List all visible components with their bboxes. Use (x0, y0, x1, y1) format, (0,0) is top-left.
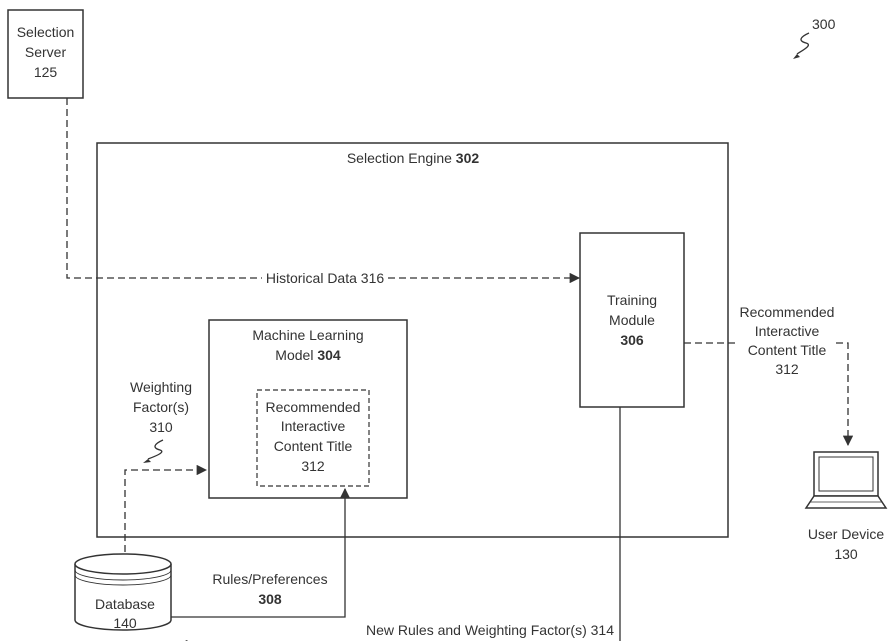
selection-engine-title: Selection Engine 302 (347, 150, 480, 166)
weighting-line2: Factor(s) (133, 399, 189, 415)
selection-server-box (7, 9, 84, 99)
training-module-line1: Training (607, 292, 657, 308)
recommended-inner-line3: Content Title (274, 438, 353, 454)
laptop-icon (804, 451, 888, 509)
recommended-inner-ref: 312 (301, 458, 325, 474)
user-device-label: User Device (808, 526, 884, 542)
rules-label: Rules/Preferences (212, 571, 327, 587)
historical-data-label: Historical Data 316 (266, 270, 384, 286)
weighting-squiggle (147, 439, 164, 460)
ml-model-node: Machine Learning Model 304 Recommended I… (208, 319, 408, 499)
rules-ref: 308 (258, 591, 282, 607)
new-rules-label: New Rules and Weighting Factor(s) 314 (366, 622, 614, 638)
database-ref: 140 (113, 615, 137, 631)
user-device-ref: 130 (834, 546, 858, 562)
weighting-ref: 310 (149, 419, 173, 435)
recommended-output-ref: 312 (775, 361, 799, 377)
recommended-title-dashed-box (256, 389, 370, 487)
recommended-output-line2: Interactive (755, 323, 820, 339)
ml-model-box (208, 319, 408, 499)
historical-data-connector: Historical Data 316 (66, 98, 581, 286)
new-rules-connector: New Rules and Weighting Factor(s) 314 (176, 407, 621, 641)
recommended-output-line1: Recommended (740, 304, 835, 320)
selection-server-line1: Selection (17, 24, 75, 40)
ml-model-line1: Machine Learning (252, 327, 363, 343)
weighting-line1: Weighting (130, 379, 192, 395)
user-device-node: User Device 130 (804, 451, 888, 562)
selection-server-ref: 125 (34, 64, 58, 80)
database-node: Database 140 (74, 553, 172, 631)
recommended-inner-line1: Recommended (266, 399, 361, 415)
weighting-arrowhead (143, 459, 151, 463)
rules-preferences-connector: Rules/Preferences 308 (170, 487, 351, 618)
recommended-output-line-right (836, 342, 854, 447)
training-module-ref: 306 (620, 332, 644, 348)
recommended-output-line3: Content Title (748, 342, 827, 358)
database-cylinder-icon (74, 553, 172, 631)
training-module-box (579, 232, 685, 408)
database-label: Database (95, 596, 155, 612)
training-module-node: Training Module 306 (579, 232, 685, 408)
rules-line (170, 487, 351, 618)
figure-ref-label: 300 (812, 16, 836, 32)
historical-data-line-left (66, 98, 262, 279)
weighting-connector (124, 464, 208, 552)
weighting-factors-annotation: Weighting Factor(s) 310 (130, 379, 192, 463)
recommended-inner-line2: Interactive (281, 418, 346, 434)
figure-ref-arrowhead (793, 54, 800, 59)
selection-server-line2: Server (25, 44, 67, 60)
training-module-line2: Module (609, 312, 655, 328)
ml-model-line2: Model 304 (275, 347, 341, 363)
recommended-output: Recommended Interactive Content Title 31… (684, 304, 854, 447)
figure-reference: 300 (793, 16, 836, 59)
selection-server-node: Selection Server 125 (7, 9, 84, 99)
new-rules-line (176, 407, 621, 641)
figure-ref-squiggle (796, 32, 810, 55)
